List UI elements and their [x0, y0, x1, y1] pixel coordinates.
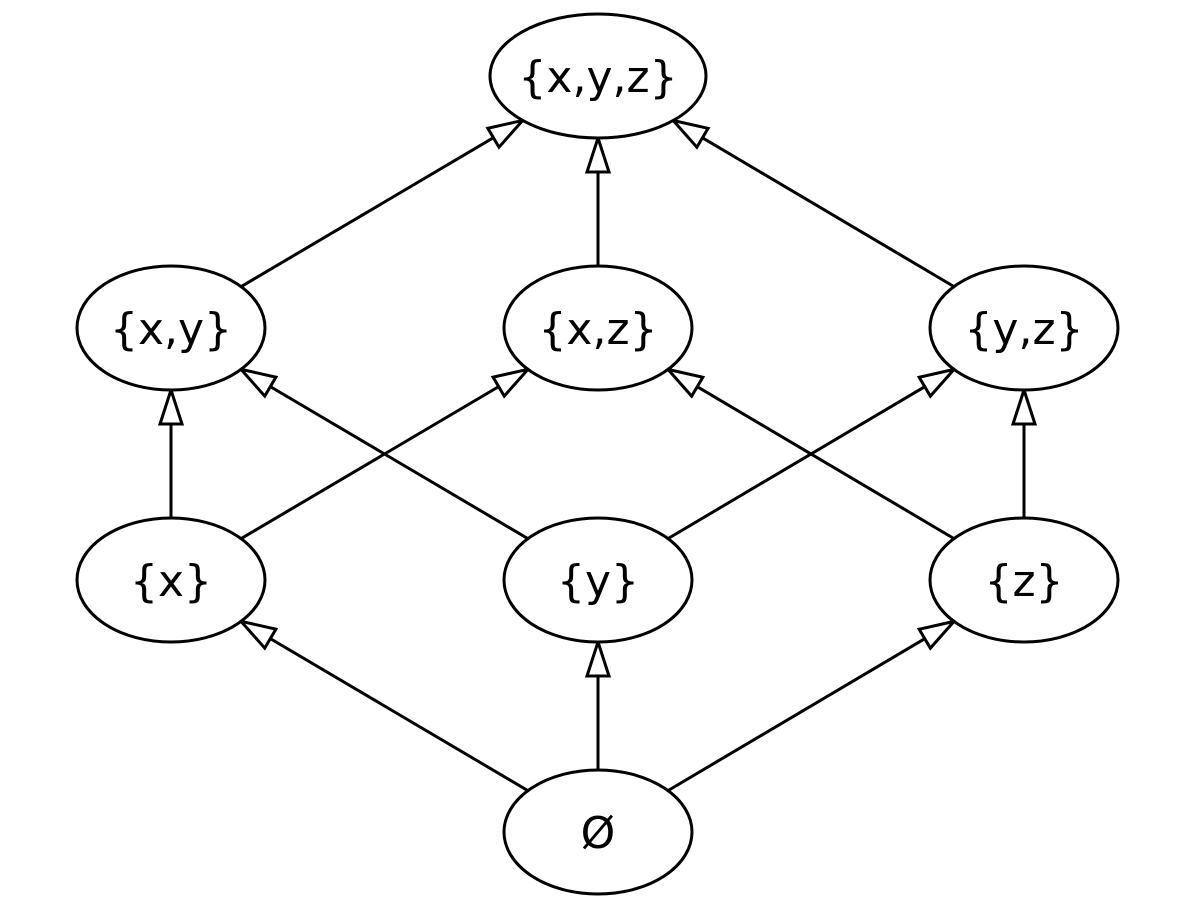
node-z-label: {z} — [984, 556, 1063, 607]
arrowhead-icon — [663, 366, 706, 399]
edges-layer — [157, 117, 1038, 792]
node-xy-label: {x,y} — [110, 304, 232, 355]
edge-line — [696, 385, 955, 540]
node-yz-label: {y,z} — [964, 304, 1083, 355]
node-xz: {x,z} — [502, 264, 694, 392]
node-y-label: {y} — [557, 556, 639, 607]
edge-x-to-xy — [157, 385, 185, 518]
arrowhead-icon — [584, 133, 612, 174]
node-xy: {x,y} — [75, 264, 267, 392]
arrowhead-icon — [236, 366, 279, 399]
edge-line — [269, 385, 529, 540]
node-z-ellipse — [928, 516, 1120, 644]
arrowhead-icon — [485, 117, 527, 150]
arrowhead-icon — [157, 385, 185, 426]
node-xy-ellipse — [75, 264, 267, 392]
edge-y-to-yz — [667, 366, 959, 540]
edge-line — [240, 385, 500, 540]
arrowhead-icon — [916, 366, 959, 399]
arrowhead-icon — [584, 637, 612, 678]
node-xz-label: {x,z} — [538, 304, 657, 355]
arrowhead-icon — [1010, 385, 1038, 426]
edge-line — [667, 385, 926, 540]
arrowhead-icon — [916, 618, 959, 651]
node-yz-ellipse — [928, 264, 1120, 392]
edge-xz-to-xyz — [584, 133, 612, 266]
node-xyz-ellipse — [488, 12, 708, 140]
node-x-ellipse — [75, 516, 267, 644]
arrowhead-icon — [236, 618, 279, 651]
arrowhead-icon — [490, 366, 533, 399]
node-z: {z} — [928, 516, 1120, 644]
node-xyz: {x,y,z} — [488, 12, 708, 140]
node-yz: {y,z} — [928, 264, 1120, 392]
edge-z-to-xz — [663, 366, 955, 540]
node-xz-ellipse — [502, 264, 694, 392]
node-y-ellipse — [502, 516, 694, 644]
node-empty-ellipse — [502, 768, 694, 896]
node-x: {x} — [75, 516, 267, 644]
arrowhead-icon — [669, 118, 711, 150]
nodes-layer: {x,y,z} {x,y} {x,z} {y,z} {x} {y} {z} Ø — [75, 12, 1120, 896]
edge-empty-to-x — [236, 618, 529, 792]
edge-line — [701, 136, 955, 288]
node-y: {y} — [502, 516, 694, 644]
edge-line — [667, 637, 926, 792]
node-empty-label: Ø — [581, 808, 616, 859]
node-empty: Ø — [502, 768, 694, 896]
edge-line — [240, 136, 495, 288]
edge-xy-to-xyz — [240, 117, 527, 288]
edge-z-to-yz — [1010, 385, 1038, 518]
edge-yz-to-xyz — [669, 118, 955, 288]
edge-y-to-xy — [236, 366, 529, 540]
edge-x-to-xz — [240, 366, 533, 540]
node-x-label: {x} — [130, 556, 212, 607]
edge-empty-to-z — [667, 618, 959, 792]
edge-empty-to-y — [584, 637, 612, 770]
node-xyz-label: {x,y,z} — [518, 52, 677, 103]
edge-line — [269, 637, 529, 792]
